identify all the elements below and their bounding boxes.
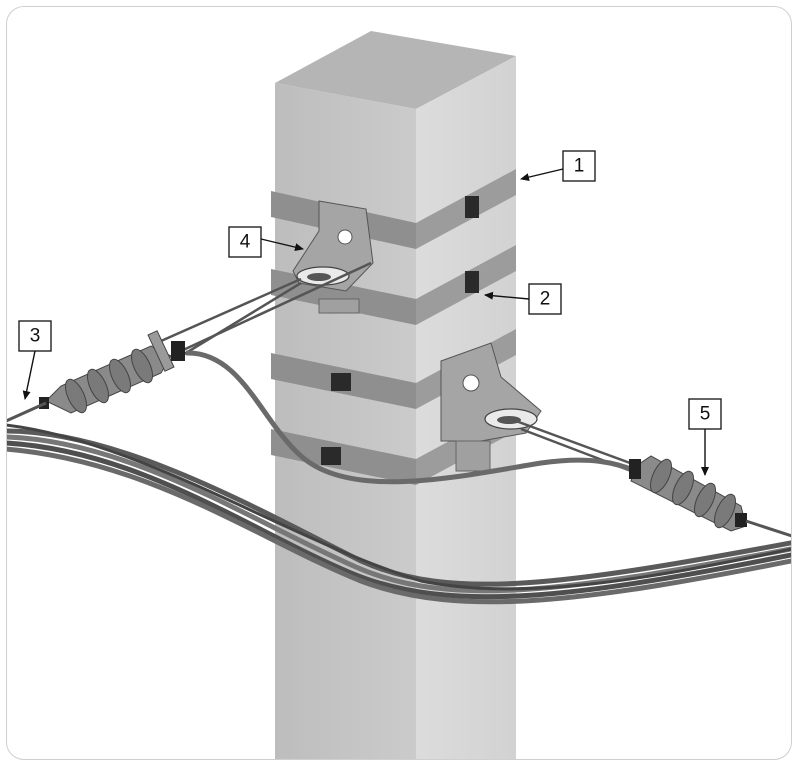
callout-1: 1 — [520, 150, 596, 182]
pole-top-face — [275, 31, 516, 109]
callout-2-label: 2 — [540, 289, 551, 310]
callout-5-label: 5 — [700, 404, 711, 425]
band-4 — [271, 429, 416, 485]
callout-3-label: 3 — [30, 326, 41, 347]
diagram-frame: 1 2 3 4 5 — [6, 6, 792, 760]
callout-3: 3 — [18, 320, 52, 400]
anchor-bracket-lower — [440, 342, 542, 472]
buckle — [465, 271, 479, 293]
drop-cable — [185, 350, 637, 485]
pole-assembly-diagram: 1 2 3 4 5 — [7, 31, 791, 759]
buckle — [465, 196, 479, 218]
callout-1-label: 1 — [574, 156, 585, 177]
buckle — [331, 373, 351, 391]
callout-2: 2 — [484, 283, 562, 315]
pole-front-face — [275, 83, 416, 759]
buckle — [321, 447, 341, 465]
tension-clamp-left — [7, 330, 185, 423]
tension-clamp-right — [629, 455, 791, 538]
callout-5: 5 — [688, 398, 722, 476]
band-buckles — [321, 196, 479, 465]
cable-bundle — [7, 423, 791, 605]
callout-4-label: 4 — [240, 232, 251, 253]
callout-4: 4 — [228, 226, 304, 258]
